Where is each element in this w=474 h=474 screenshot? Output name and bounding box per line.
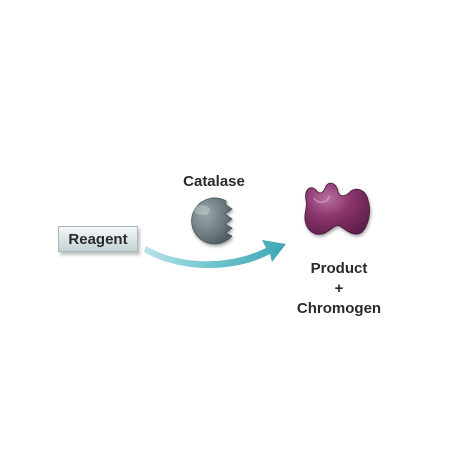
product-chromogen-label: Product + Chromogen (284, 259, 394, 319)
plus-sign: + (334, 280, 344, 297)
chromogen-label: Chromogen (296, 300, 382, 317)
reagent-label: Reagent (68, 230, 128, 248)
product-molecule-icon (304, 182, 370, 235)
catalase-label: Catalase (183, 173, 245, 190)
reaction-arrow (144, 240, 286, 269)
reaction-arrow-shaft (144, 240, 286, 269)
catalase-enzyme-icon (191, 197, 233, 245)
reagent-box: Reagent (58, 226, 138, 252)
product-label: Product (310, 260, 368, 277)
